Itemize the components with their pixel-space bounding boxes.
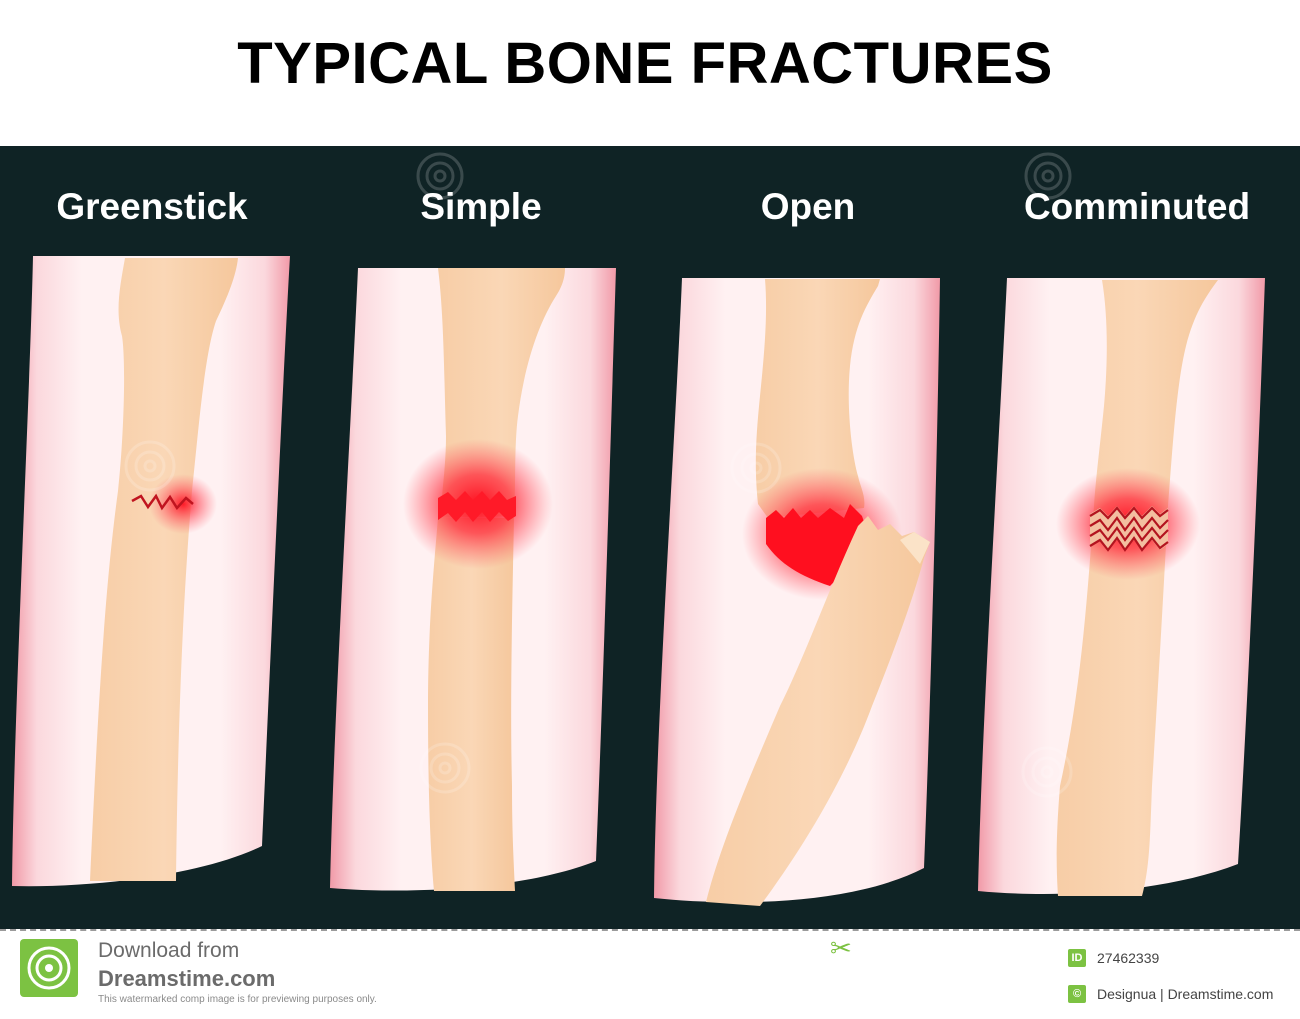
label-greenstick: Greenstick <box>56 186 248 227</box>
dreamstime-logo-icon <box>20 939 78 997</box>
greenstick-bone <box>90 258 238 881</box>
watermark-spiral-icons <box>124 152 1073 798</box>
comminuted-crack-2 <box>1089 516 1169 532</box>
label-open: Open <box>760 186 856 227</box>
dreamstime-link[interactable]: Dreamstime.com <box>98 966 276 991</box>
watermark-footer: Download from Dreamstime.com This waterm… <box>0 929 1300 1019</box>
download-from-text: Download from <box>98 939 240 962</box>
comminuted-crack-3 <box>1089 526 1169 542</box>
greenstick-bruise <box>149 474 217 534</box>
open-illustration <box>654 278 940 906</box>
simple-crack <box>438 491 516 522</box>
disclaimer-text: This watermarked comp image is for previ… <box>98 994 377 1005</box>
label-simple: Simple <box>420 186 542 227</box>
page-title: TYPICAL BONE FRACTURES <box>237 31 1053 96</box>
open-bone-lower <box>706 516 930 906</box>
comminuted-crack-4 <box>1089 536 1169 552</box>
comminuted-illustration <box>978 278 1265 896</box>
comminuted-bone <box>1056 280 1218 896</box>
fracture-illustrations <box>12 152 1265 906</box>
id-badge-icon: ID <box>1068 949 1086 967</box>
label-comminuted: Comminuted <box>1023 186 1251 227</box>
simple-illustration <box>330 268 616 891</box>
greenstick-illustration <box>12 256 290 887</box>
comminuted-crack-1 <box>1089 506 1169 520</box>
scissors-icon: ✂ <box>830 933 852 963</box>
open-bone-shard <box>900 532 930 564</box>
image-id: 27462339 <box>1097 950 1160 966</box>
greenstick-crack <box>131 493 194 511</box>
diagram-panel: Greenstick Simple Open Comminuted <box>0 146 1300 929</box>
open-bone-upper <box>755 279 880 518</box>
copyright-badge-icon: © <box>1068 985 1086 1003</box>
credit-text: Designua | Dreamstime.com <box>1097 986 1274 1002</box>
simple-bone-lower <box>428 518 515 891</box>
